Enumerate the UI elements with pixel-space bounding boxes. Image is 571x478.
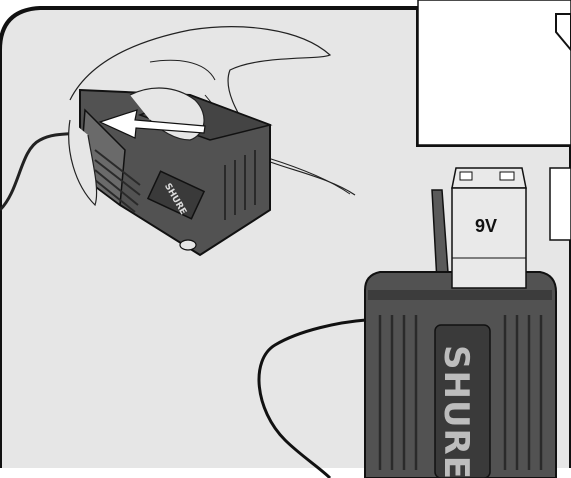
- callout-box-top: [418, 0, 571, 145]
- callout-box-right: [550, 168, 571, 240]
- brand-logo-large: SHURE: [436, 345, 476, 478]
- battery-label: 9V: [475, 216, 497, 236]
